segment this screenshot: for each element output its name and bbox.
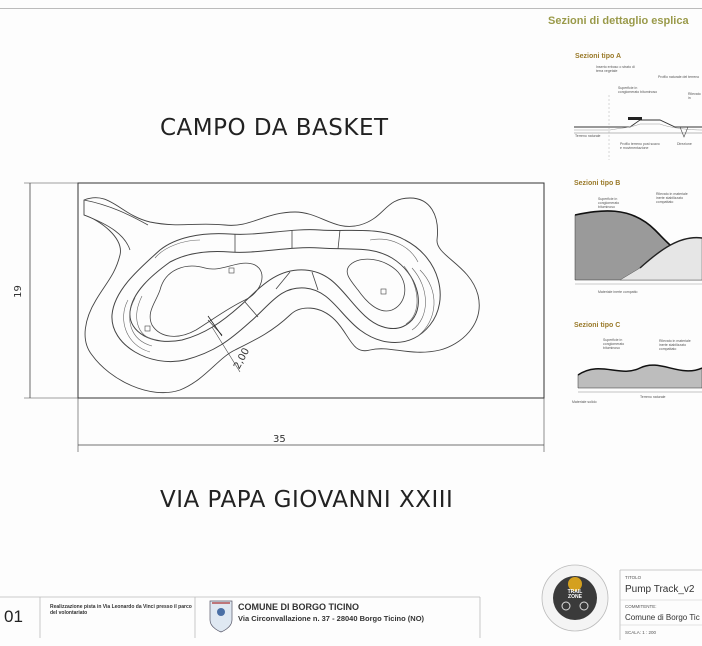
drawing-title: Pump Track_v2 — [625, 584, 695, 595]
project-description: Realizzazione pista in Via Leonardo da V… — [50, 604, 192, 616]
logo-text: TRAIL ZONE — [567, 589, 583, 600]
street-label: VIA PAPA GIOVANNI XXIII — [160, 487, 454, 513]
section-a-title: Sezioni tipo A — [575, 53, 622, 60]
track-outer-edge — [111, 229, 441, 362]
comune-name: COMUNE DI BORGO TICINO — [238, 602, 359, 612]
inner-island-right — [346, 258, 406, 312]
entry-path-lower — [83, 214, 131, 251]
width-dimension-label: 35 — [273, 434, 286, 445]
trail-zone-logo — [541, 564, 609, 632]
inner-island-left — [149, 262, 263, 337]
track-width-dimension — [207, 315, 223, 337]
section-b-title: Sezioni tipo B — [574, 180, 621, 187]
track-inner-edge — [129, 247, 419, 342]
plan-boundary — [77, 182, 545, 399]
section-a-profile — [574, 119, 702, 128]
height-dimension-label: 19 — [12, 285, 24, 298]
comune-address: Via Circonvallazione n. 37 - 28040 Borgo… — [238, 614, 425, 623]
basketball-court-label: CAMPO DA BASKET — [160, 115, 389, 141]
outer-mound-outline — [83, 197, 480, 394]
detail-sections-title: Sezioni di dettaglio esplica — [548, 15, 689, 27]
section-c-title: Sezioni tipo C — [574, 322, 621, 329]
sheet-number: 01 — [4, 607, 23, 626]
client-name: Comune di Borgo Tic — [625, 613, 700, 622]
comune-crest-icon — [209, 600, 233, 633]
sheet-frame — [0, 8, 702, 639]
scale-label: SCALA: 1 : 200 — [625, 630, 657, 635]
entry-path-upper — [83, 199, 149, 226]
